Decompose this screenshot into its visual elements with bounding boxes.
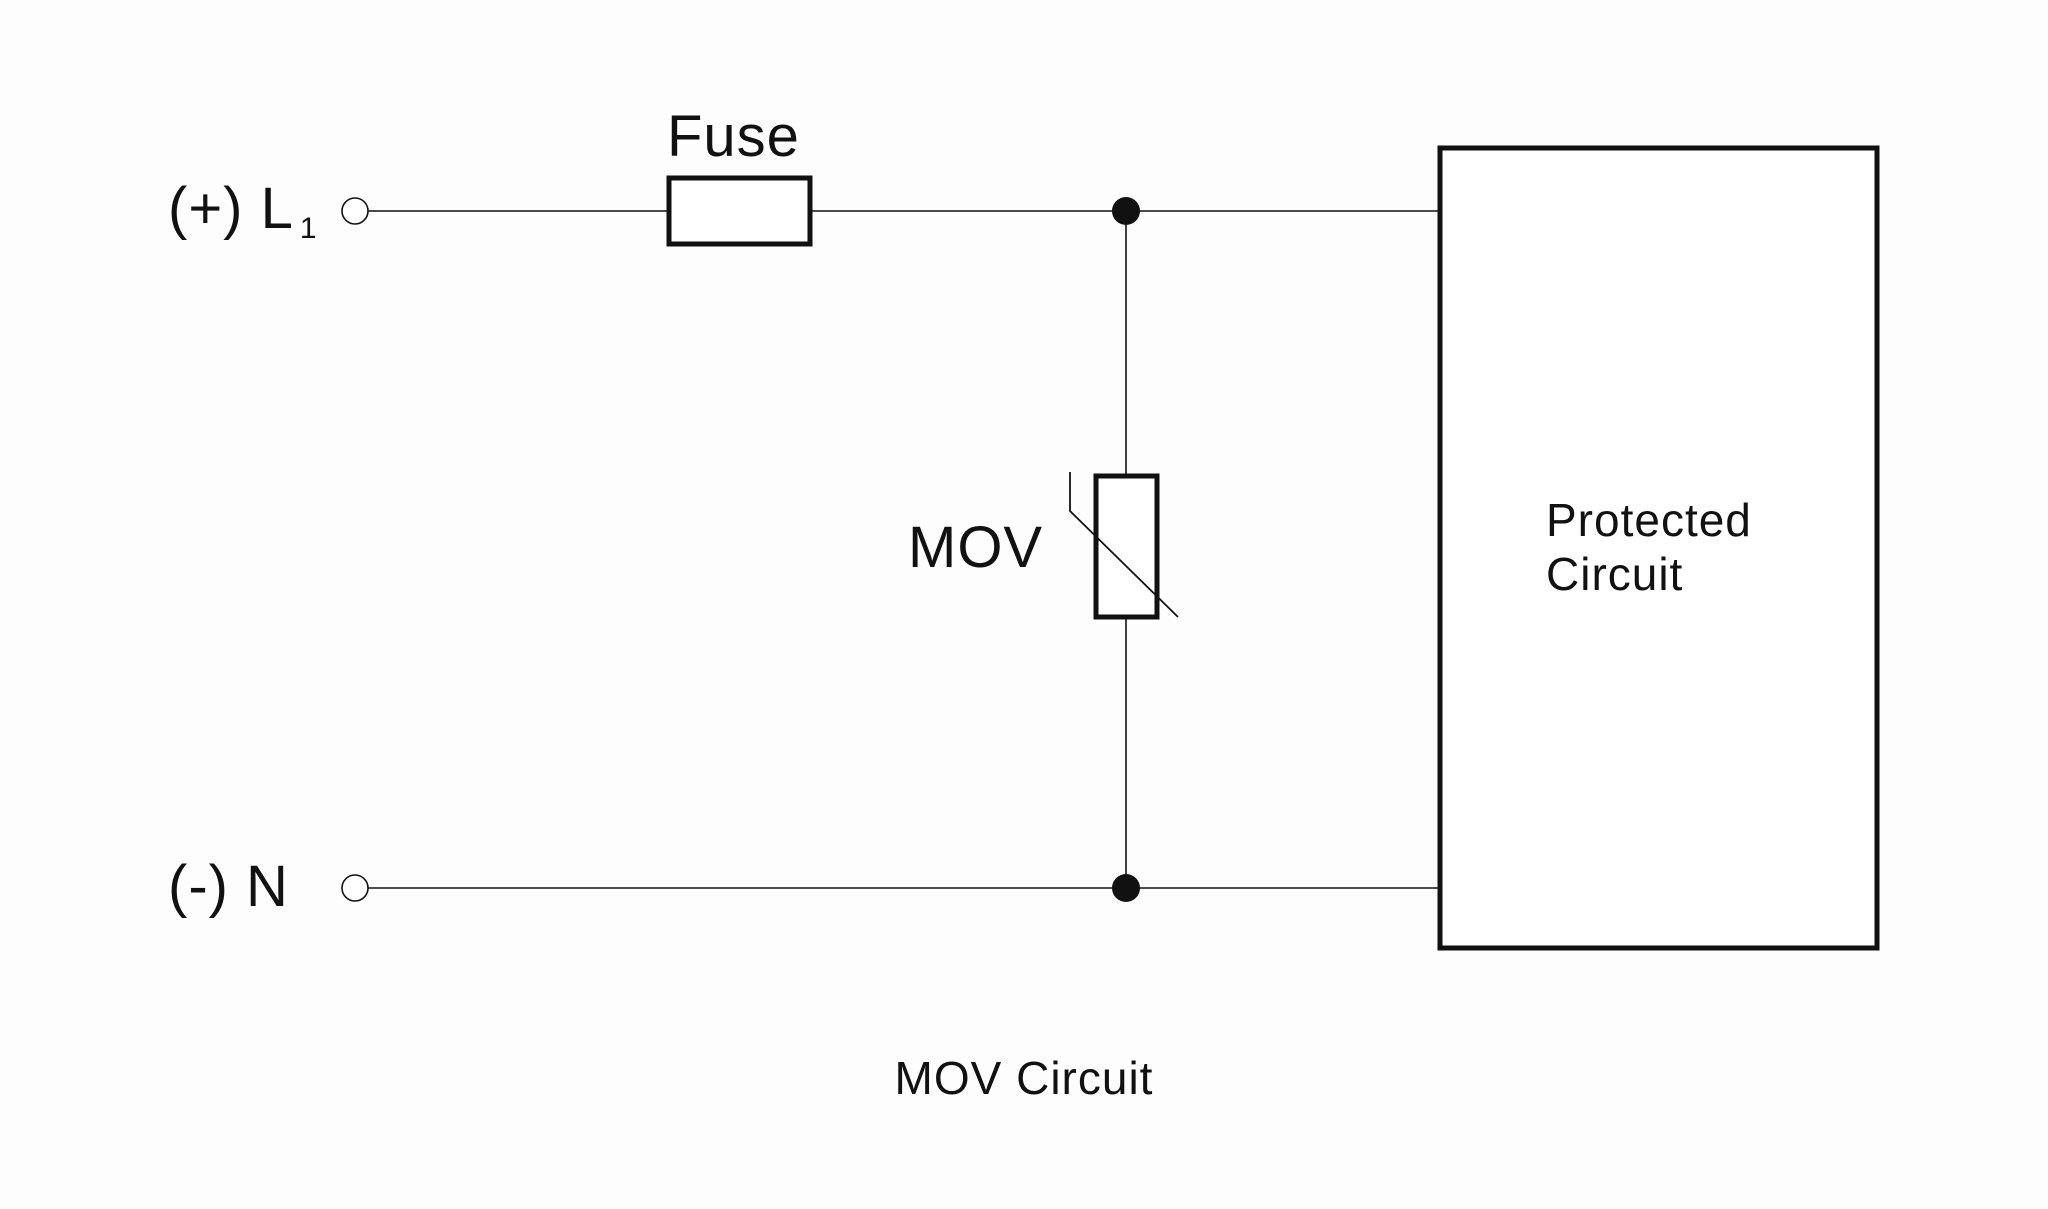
- line-terminal-subscript: 1: [300, 212, 318, 245]
- fuse-label: Fuse: [667, 104, 800, 169]
- fuse-symbol: [666, 175, 813, 247]
- diagram-caption: MOV Circuit: [895, 1052, 1154, 1104]
- neutral-terminal-label: (-) N: [168, 854, 289, 919]
- protected-circuit-label-line2: Circuit: [1546, 548, 1683, 600]
- line-terminal-circle: [341, 197, 369, 225]
- mov-symbol: [1093, 473, 1160, 620]
- protected-circuit-box: [1437, 145, 1880, 951]
- mov-varistor-slash: [1069, 472, 1179, 618]
- neutral-terminal-circle: [341, 874, 369, 902]
- bottom-junction-dot: [1112, 874, 1140, 902]
- protected-circuit-label-line1: Protected: [1546, 494, 1752, 546]
- mov-label: MOV: [908, 515, 1043, 580]
- top-junction-dot: [1112, 197, 1140, 225]
